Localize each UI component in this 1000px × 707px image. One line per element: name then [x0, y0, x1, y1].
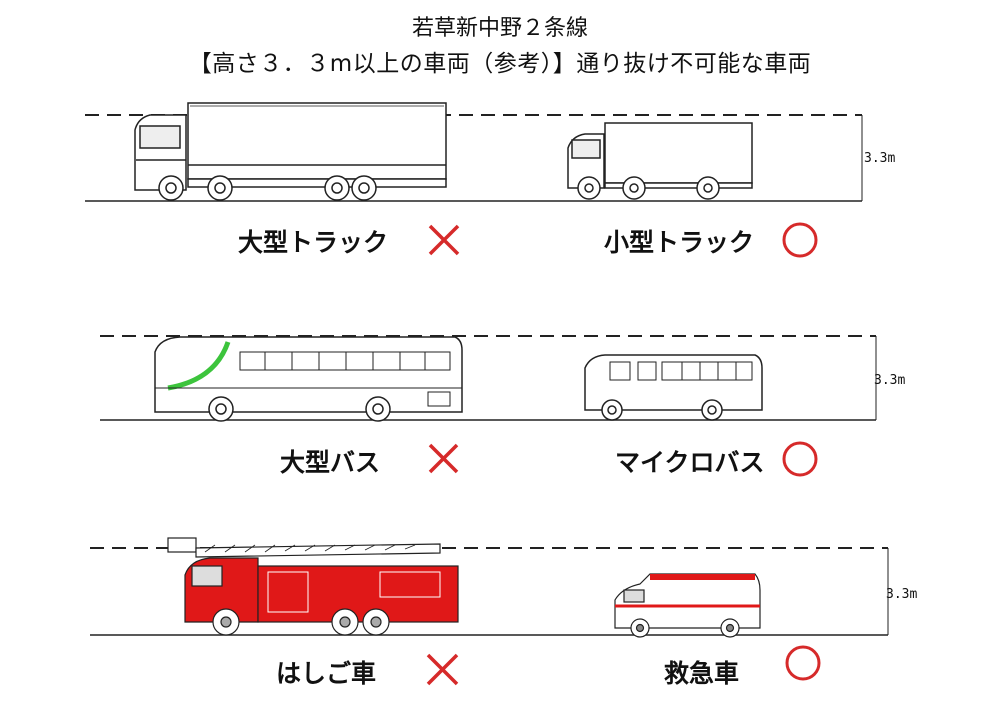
- circle-mark-icon: [782, 222, 818, 258]
- circle-mark-icon: [782, 441, 818, 477]
- label-large-truck: 大型トラック: [238, 228, 389, 257]
- cross-mark-icon: [426, 653, 459, 686]
- page-title: 若草新中野２条線: [411, 16, 588, 41]
- label-small-truck: 小型トラック: [604, 228, 755, 257]
- large-bus-image: [154, 336, 463, 422]
- large-truck-image: [134, 102, 447, 201]
- page-subtitle: 【高さ３．３m以上の車両（参考）】通り抜け不可能な車両: [188, 51, 812, 77]
- label-ambulance: 救急車: [664, 659, 740, 688]
- row-1: 3.3m: [85, 102, 895, 258]
- ladder-truck-image: [167, 537, 459, 636]
- height-label: 3.3m: [864, 151, 895, 166]
- microbus-image: [584, 354, 763, 421]
- height-label: 3.3m: [886, 587, 917, 602]
- cross-mark-icon: [428, 443, 459, 474]
- label-ladder-truck: はしご車: [276, 659, 377, 688]
- row-3: 3.3m: [90, 537, 917, 686]
- cross-mark-icon: [428, 224, 460, 256]
- label-large-bus: 大型バス: [280, 448, 381, 477]
- height-label: 3.3m: [874, 373, 905, 388]
- small-truck-image: [567, 122, 753, 200]
- circle-mark-icon: [785, 645, 821, 681]
- label-microbus: マイクロバス: [615, 448, 765, 477]
- ambulance-image: [614, 573, 761, 638]
- row-2: 3.3m: [100, 335, 905, 477]
